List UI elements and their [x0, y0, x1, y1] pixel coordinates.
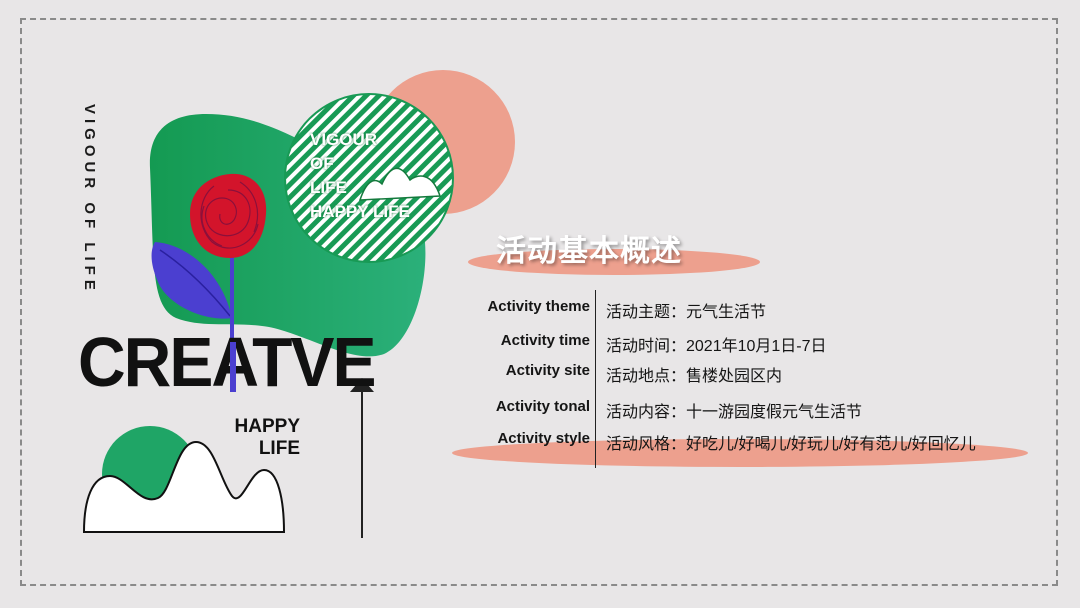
row-value-cn: 活动内容：十一游园度假元气生活节	[606, 404, 863, 421]
divider-line	[595, 290, 596, 468]
circle-line-1: VIGOUR	[310, 130, 378, 149]
circle-slogan: VIGOUR OF LIFE HAPPY LIFE	[310, 128, 450, 224]
circle-mountain	[358, 167, 442, 201]
row-highlight-ellipse	[452, 439, 1028, 467]
row-label-en: Activity style	[497, 430, 590, 447]
happy-life-text: HAPPY LIFE	[196, 416, 300, 460]
creative-headline: CREAT VE	[78, 322, 376, 402]
circle-line-2: OF	[310, 154, 334, 173]
life-line: LIFE	[258, 438, 300, 459]
creative-i-bar	[230, 342, 236, 392]
row-label-en: Activity time	[500, 332, 590, 349]
flower-stem	[230, 246, 234, 392]
row-value-cn: 活动时间：2021年10月1日-7日	[606, 338, 827, 355]
title-underline-ellipse	[468, 249, 760, 275]
row-value-cn: 活动风格：好吃儿/好喝儿/好玩儿/好有范儿/好回忆儿	[606, 436, 976, 453]
creative-right: VE	[290, 323, 376, 401]
striped-circle	[285, 94, 453, 262]
happy-line: HAPPY	[234, 416, 300, 437]
section-title: 活动基本概述	[496, 235, 682, 268]
row-value-cn: 活动地点：售楼处园区内	[606, 368, 783, 385]
vertical-slogan: VIGOUR OF LIFE	[81, 104, 98, 295]
white-mountains	[82, 440, 286, 533]
circle-line-4: HAPPY LIFE	[310, 202, 410, 221]
row-label-en: Activity tonal	[495, 398, 590, 415]
row-label-en: Activity theme	[487, 298, 590, 315]
purple-leaf	[151, 242, 232, 319]
row-label-en: Activity site	[505, 362, 590, 379]
creative-left: CREAT	[78, 323, 292, 401]
row-value-cn: 活动主题：元气生活节	[606, 304, 767, 321]
dashed-frame	[20, 18, 1058, 586]
circle-line-3: LIFE	[310, 178, 347, 197]
